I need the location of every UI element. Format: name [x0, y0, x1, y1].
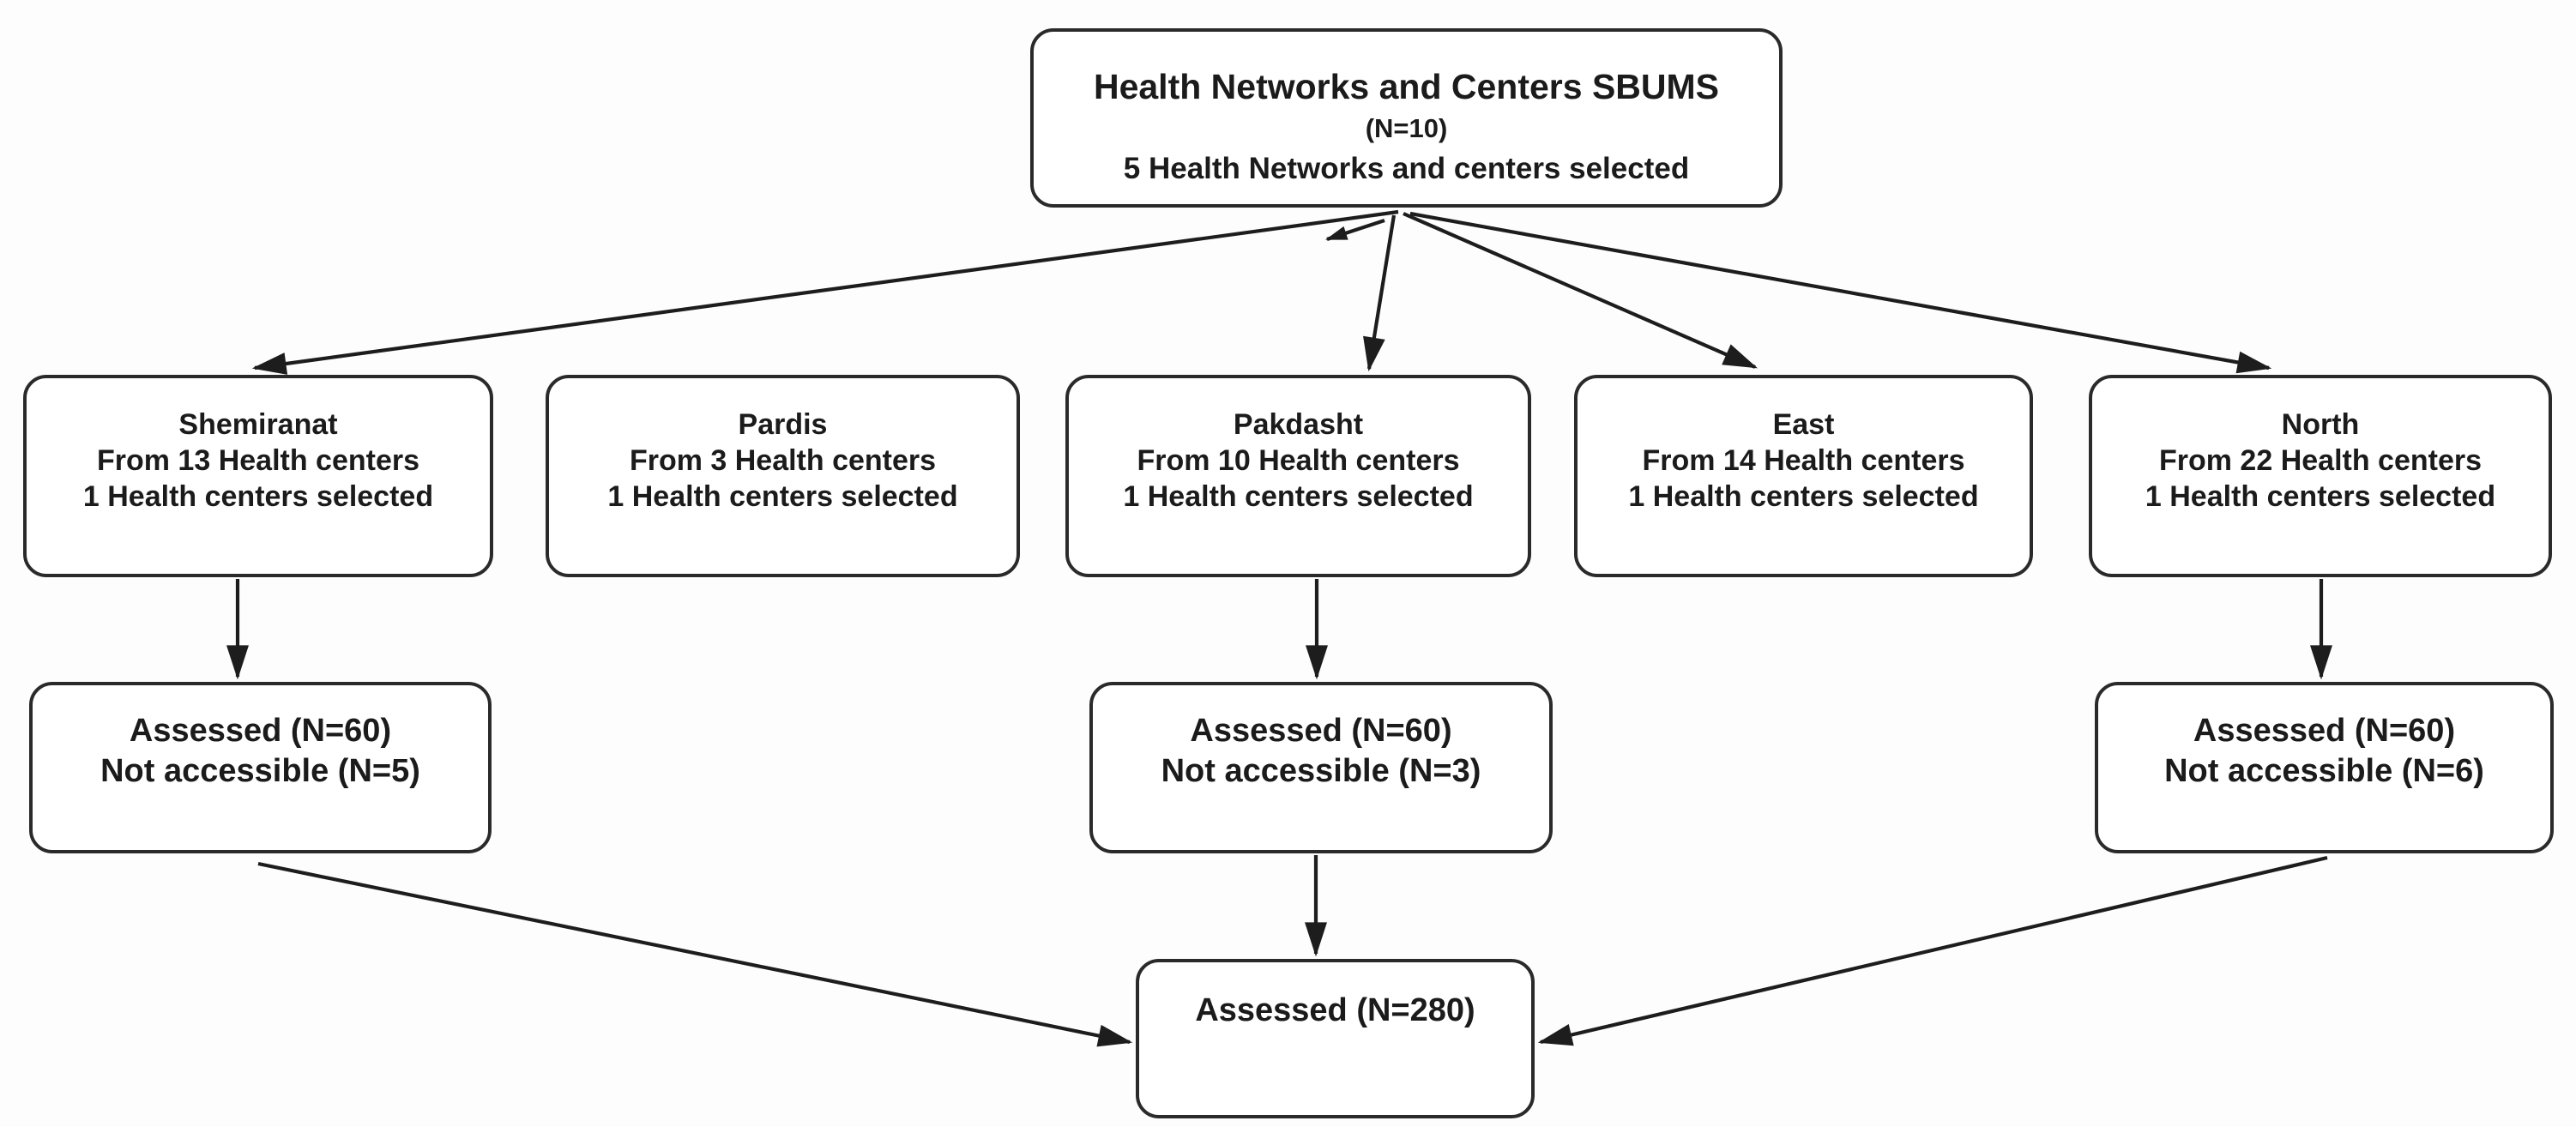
- assessed-count: Assessed (N=60): [1190, 713, 1452, 749]
- district-title: Pakdasht: [1233, 408, 1364, 441]
- final-assessed-count: Assessed (N=280): [1195, 992, 1475, 1028]
- root-title: Health Networks and Centers SBUMS: [1093, 67, 1720, 106]
- arrow-root-to-east: [1403, 212, 1759, 369]
- district-from: From 3 Health centers: [629, 444, 937, 477]
- node-assessed-shemiranat: Assessed (N=60) Not accessible (N=5): [29, 682, 492, 853]
- node-shemiranat: Shemiranat From 13 Health centers 1 Heal…: [23, 375, 493, 577]
- district-title: Pardis: [738, 408, 828, 441]
- arrow-root-to-pakdasht: [1363, 214, 1397, 372]
- root-sample-size: (N=10): [1365, 113, 1448, 143]
- node-assessed-north: Assessed (N=60) Not accessible (N=6): [2095, 682, 2554, 853]
- district-selected: 1 Health centers selected: [2145, 480, 2496, 513]
- arrow-root-to-shemiranat: [251, 209, 1399, 375]
- arrow-assessed-north-to-final: [1537, 855, 2328, 1046]
- district-from: From 13 Health centers: [96, 444, 420, 477]
- assessed-count: Assessed (N=60): [2193, 713, 2456, 749]
- district-title: East: [1772, 408, 1835, 441]
- district-from: From 14 Health centers: [1642, 444, 1965, 477]
- district-selected: 1 Health centers selected: [1628, 480, 1979, 513]
- arrow-assessed-shemiranat-to-final: [257, 861, 1133, 1047]
- arrow-root-to-pardis-stub: [1324, 219, 1385, 241]
- not-accessible-count: Not accessible (N=3): [1161, 753, 1481, 789]
- arrow-root-to-north: [1409, 211, 2272, 374]
- node-pakdasht: Pakdasht From 10 Health centers 1 Health…: [1065, 375, 1531, 577]
- node-pardis: Pardis From 3 Health centers 1 Health ce…: [546, 375, 1020, 577]
- district-selected: 1 Health centers selected: [1123, 480, 1474, 513]
- district-selected: 1 Health centers selected: [607, 480, 958, 513]
- district-from: From 10 Health centers: [1137, 444, 1460, 477]
- not-accessible-count: Not accessible (N=6): [2164, 753, 2484, 789]
- root-selected-note: 5 Health Networks and centers selected: [1123, 152, 1690, 185]
- not-accessible-count: Not accessible (N=5): [100, 753, 420, 789]
- district-title: North: [2281, 408, 2360, 441]
- assessed-count: Assessed (N=60): [129, 713, 392, 749]
- node-north: North From 22 Health centers 1 Health ce…: [2089, 375, 2552, 577]
- district-from: From 22 Health centers: [2158, 444, 2482, 477]
- district-selected: 1 Health centers selected: [82, 480, 434, 513]
- node-assessed-pakdasht: Assessed (N=60) Not accessible (N=3): [1089, 682, 1553, 853]
- node-east: East From 14 Health centers 1 Health cen…: [1574, 375, 2033, 577]
- district-title: Shemiranat: [178, 408, 338, 441]
- node-final-assessed: Assessed (N=280): [1136, 959, 1535, 1118]
- node-root: Health Networks and Centers SBUMS (N=10)…: [1030, 28, 1783, 208]
